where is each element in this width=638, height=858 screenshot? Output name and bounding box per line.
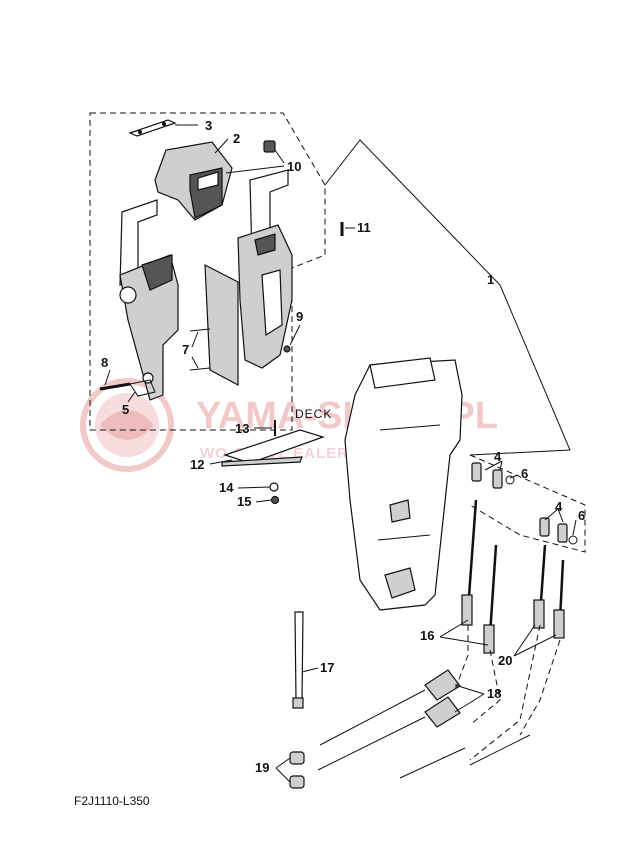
callout-14: 14 — [219, 480, 234, 495]
callout-7: 7 — [182, 342, 189, 357]
part-17-cable-tie — [292, 611, 304, 709]
part-16-cable-ends — [461, 499, 498, 654]
callout-1: 1 — [487, 272, 494, 287]
part-15-nut — [270, 495, 280, 505]
callout-18: 18 — [487, 686, 501, 701]
part-6-clips — [505, 475, 578, 545]
callout-17: 17 — [320, 660, 334, 675]
part-19-caps — [289, 751, 305, 789]
callout-3: 3 — [205, 118, 212, 133]
part-10-cap — [263, 140, 276, 153]
callout-16: 16 — [420, 628, 434, 643]
part-backing-plate — [204, 263, 239, 387]
part-12-gasket — [221, 429, 325, 467]
part-7-screws — [189, 328, 211, 371]
callout-13: 13 — [235, 421, 249, 436]
callout-4b: 4 — [555, 499, 563, 514]
control-cables — [317, 624, 561, 779]
deck-label: DECK — [295, 407, 332, 421]
part-8-bolt — [99, 379, 156, 397]
leaders — [104, 124, 577, 783]
part-1-control-box-housing — [344, 357, 463, 611]
part-right-control-lever — [237, 169, 293, 369]
callout-15: 15 — [237, 494, 251, 509]
callout-6b: 6 — [578, 508, 585, 523]
leader-1 — [324, 139, 571, 456]
part-18-cable-joints — [424, 669, 461, 728]
part-4-ball-joints — [471, 462, 568, 543]
part-left-control-lever — [119, 199, 179, 401]
callout-8: 8 — [101, 355, 108, 370]
callout-5: 5 — [122, 402, 129, 417]
part-9-nut — [283, 345, 291, 353]
callout-9: 9 — [296, 309, 303, 324]
part-2-top-cover — [154, 141, 233, 221]
callout-12: 12 — [190, 457, 204, 472]
part-3-bracket-bar — [128, 119, 177, 137]
assembly-boundary-lower — [469, 454, 586, 553]
callout-19: 19 — [255, 760, 269, 775]
part-20-cable-ends — [533, 544, 565, 639]
callout-6a: 6 — [521, 466, 528, 481]
assembly-boundary-upper — [89, 112, 326, 431]
part-14-washer — [269, 482, 279, 492]
callout-11: 11 — [357, 220, 371, 235]
callout-4a: 4 — [494, 449, 502, 464]
diagram-code: F2J1110-L350 — [74, 794, 150, 808]
callout-2: 2 — [233, 131, 240, 146]
callout-10: 10 — [287, 159, 301, 174]
callout-20: 20 — [498, 653, 512, 668]
